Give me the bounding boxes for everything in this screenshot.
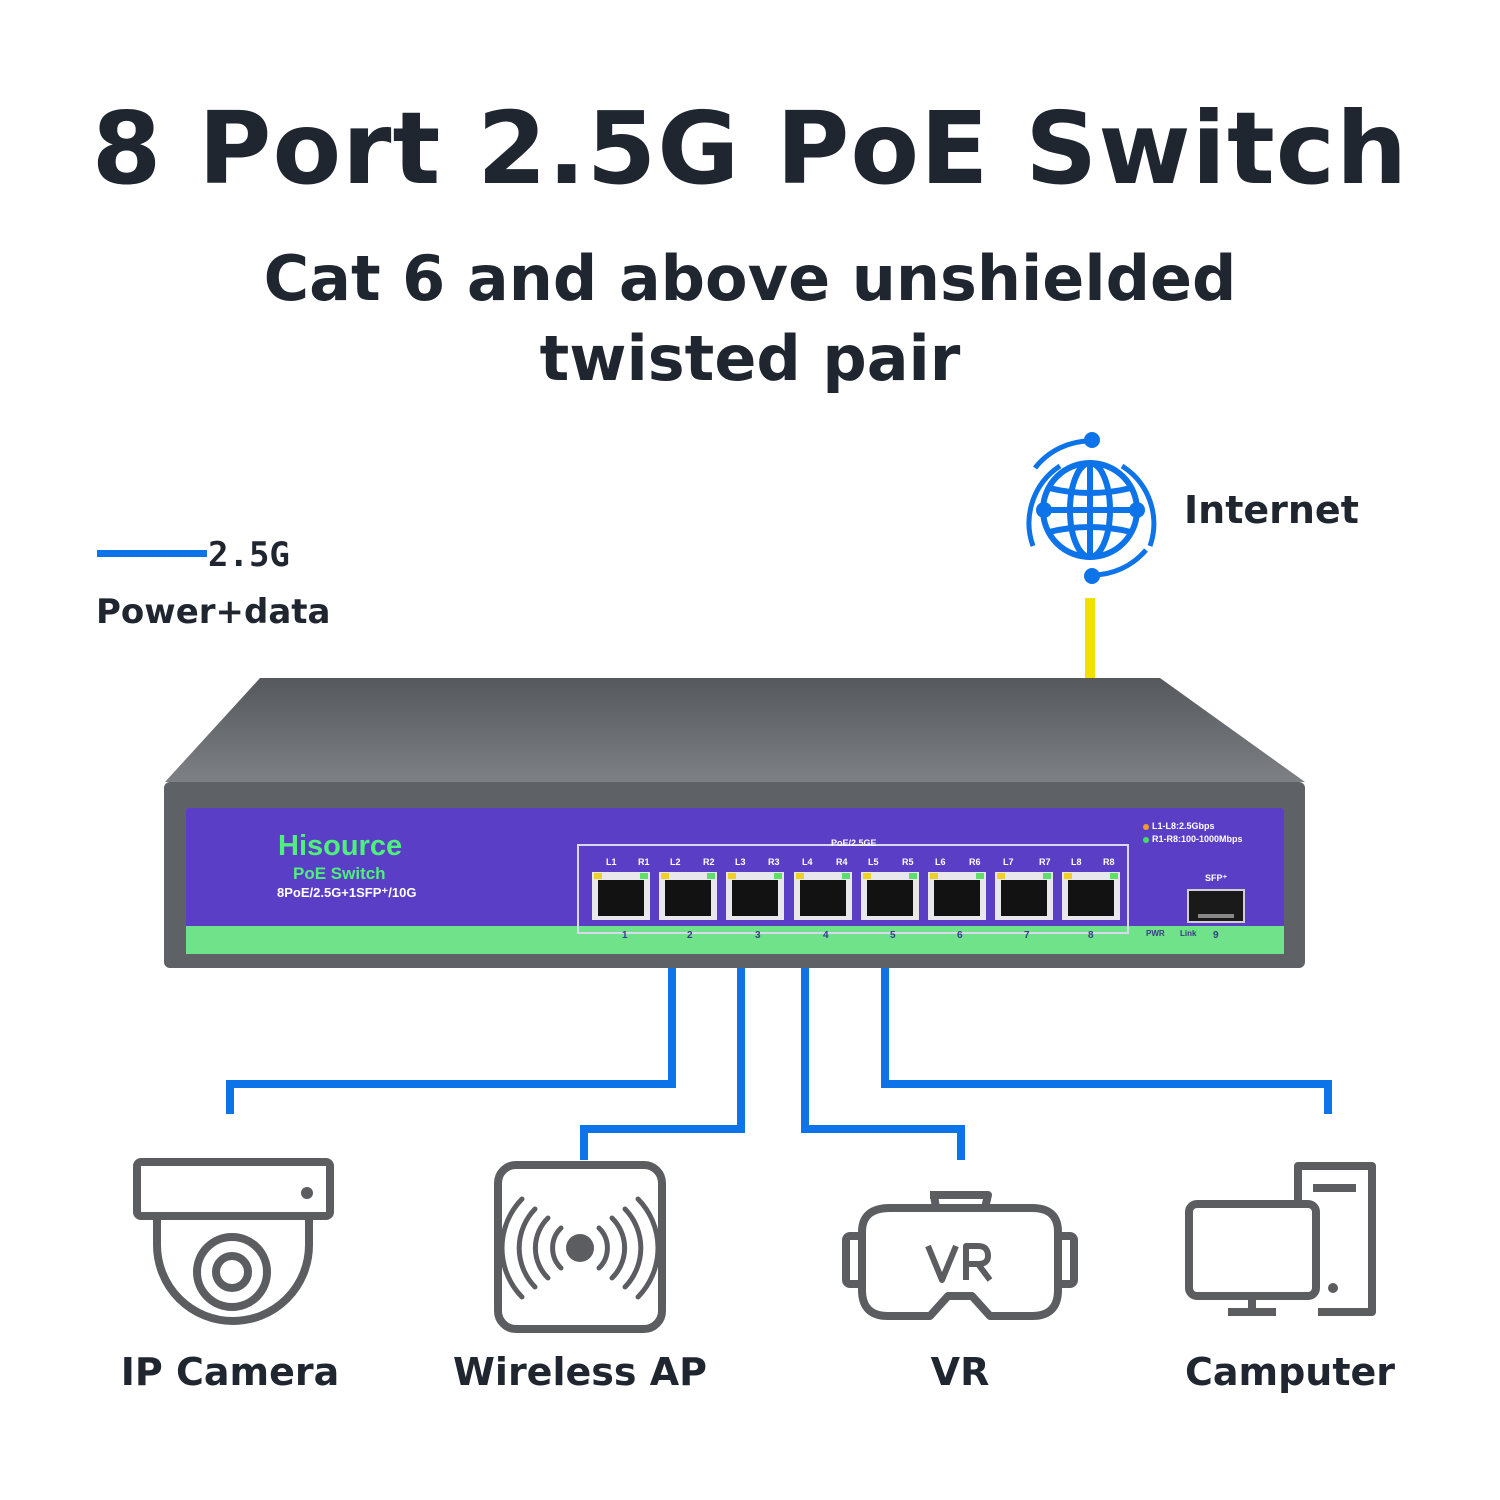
computer-icon <box>1185 1162 1376 1316</box>
led-label: L5 <box>868 857 879 867</box>
legend-line <box>97 550 207 557</box>
legend-value: 2.5G <box>208 535 290 575</box>
cable-vr <box>801 968 965 1160</box>
led-label: L6 <box>935 857 946 867</box>
switch-model: 8PoE/2.5G+1SFP⁺/10G <box>277 885 417 900</box>
vr-headset-icon <box>842 1191 1078 1320</box>
led-label: L1 <box>606 857 617 867</box>
led-legend-dot-orange <box>1143 824 1149 830</box>
rj45-port-8 <box>1062 872 1120 920</box>
uplink-cable <box>1085 598 1095 680</box>
rj45-port-3 <box>726 872 784 920</box>
led-legend-1g: R1-R8:100-1000Mbps <box>1152 834 1243 844</box>
port-number: 3 <box>755 930 761 941</box>
legend-description: Power+data <box>96 592 331 632</box>
device-label-ip-camera: IP Camera <box>120 1350 340 1394</box>
page-title: 8 Port 2.5G PoE Switch <box>91 90 1409 207</box>
device-label-wireless-ap: Wireless AP <box>453 1350 707 1394</box>
port-number: 1 <box>622 930 628 941</box>
data-cables <box>226 968 1332 1160</box>
led-label: R4 <box>836 857 848 867</box>
led-label: R8 <box>1103 857 1115 867</box>
switch-panel-strip <box>186 926 1284 954</box>
port-number: 6 <box>957 930 963 941</box>
port-number: 4 <box>823 930 829 941</box>
camera-led <box>301 1187 313 1199</box>
wireless-ap-icon <box>494 1161 666 1333</box>
led-label: R7 <box>1039 857 1051 867</box>
switch-brand: Hisource <box>278 830 403 862</box>
ap-center-dot <box>566 1234 594 1262</box>
switch-type: PoE Switch <box>293 864 386 883</box>
port-number: 5 <box>890 930 896 941</box>
led-label: L7 <box>1003 857 1014 867</box>
led-label: L2 <box>670 857 681 867</box>
port-number: 2 <box>687 930 693 941</box>
computer-tower-dot <box>1328 1283 1338 1293</box>
cable-computer <box>881 968 1332 1114</box>
rj45-port-4 <box>794 872 852 920</box>
rj45-port-1 <box>592 872 650 920</box>
led-legend-2-5g: L1-L8:2.5Gbps <box>1152 821 1215 831</box>
port-group-label: PoE/2.5GE <box>831 838 877 848</box>
subtitle-line-1: Cat 6 and above unshielded <box>263 242 1237 315</box>
led-label: L3 <box>735 857 746 867</box>
led-legend-dot-green <box>1143 837 1149 843</box>
device-label-vr: VR <box>930 1350 990 1394</box>
pwr-label: PWR <box>1146 929 1165 938</box>
sfp-port <box>1187 889 1245 923</box>
rj45-port-2 <box>659 872 717 920</box>
subtitle-line-2: twisted pair <box>539 322 961 395</box>
led-label: R6 <box>969 857 981 867</box>
led-label: L8 <box>1071 857 1082 867</box>
cable-ip-camera <box>226 968 676 1114</box>
led-label: R3 <box>768 857 780 867</box>
sfp-label: SFP⁺ <box>1205 873 1228 883</box>
switch-top <box>165 678 1305 782</box>
globe-nodes <box>1036 432 1145 584</box>
led-label: R2 <box>703 857 715 867</box>
cable-wireless-ap <box>580 968 745 1160</box>
rj45-port-6 <box>928 872 986 920</box>
port-group-frame <box>577 844 1129 934</box>
rj45-port-7 <box>995 872 1053 920</box>
link-label: Link <box>1180 929 1197 938</box>
rj45-port-5 <box>861 872 919 920</box>
sfp-number: 9 <box>1213 930 1219 941</box>
led-label: R1 <box>638 857 650 867</box>
port-number: 8 <box>1088 930 1094 941</box>
ip-camera-icon <box>133 1158 334 1325</box>
led-label: L4 <box>802 857 813 867</box>
port-number: 7 <box>1024 930 1030 941</box>
device-label-computer: Camputer <box>1184 1350 1396 1394</box>
internet-label: Internet <box>1184 488 1359 532</box>
led-label: R5 <box>902 857 914 867</box>
rj45-ports <box>592 872 1120 920</box>
